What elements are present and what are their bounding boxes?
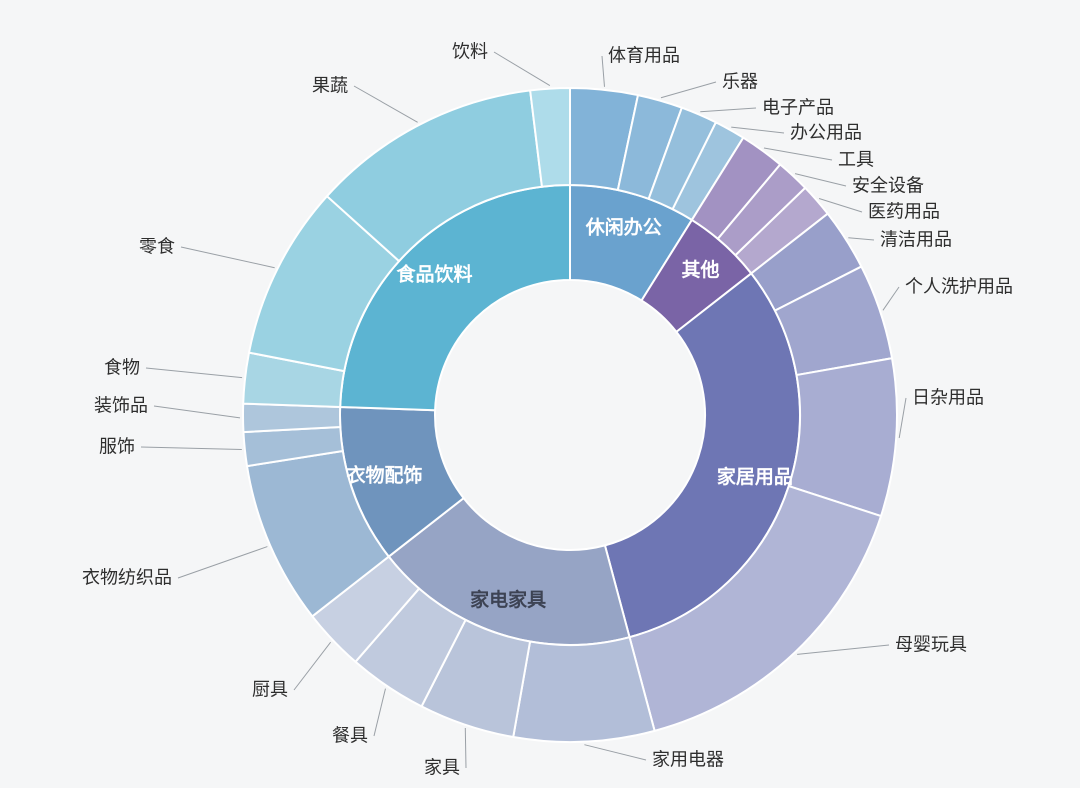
inner-segment-label: 家居用品: [717, 465, 793, 488]
outer-segment-label: 个人洗护用品: [905, 277, 1013, 298]
outer-segment-label: 乐器: [722, 72, 758, 93]
inner-segment-label: 其他: [681, 258, 719, 281]
leader-line: [763, 147, 833, 161]
leader-line: [493, 51, 551, 87]
inner-segment-label: 休闲办公: [585, 216, 662, 239]
outer-segment-label: 装饰品: [94, 396, 148, 417]
outer-segment-slice: [242, 402, 342, 434]
leader-line: [882, 286, 900, 311]
leader-line: [731, 126, 785, 134]
outer-segment-label: 家具: [424, 758, 460, 779]
outer-segment-label: 安全设备: [852, 176, 924, 197]
outer-segment-label: 服饰: [99, 437, 135, 458]
leader-line: [584, 744, 647, 761]
leader-line: [794, 173, 847, 187]
outer-segment-label: 衣物纺织品: [82, 568, 172, 589]
leader-line: [464, 727, 467, 769]
outer-segment-label: 饮料: [452, 42, 488, 63]
leader-line: [660, 81, 717, 99]
outer-segment-label: 工具: [838, 150, 874, 171]
leader-line: [180, 246, 275, 269]
outer-segment-slice: [512, 636, 656, 743]
outer-segment-label: 医药用品: [868, 202, 940, 223]
outer-segment-label: 电子产品: [762, 98, 834, 119]
leader-line: [153, 405, 241, 419]
inner-segment-label: 家电家具: [470, 588, 546, 611]
outer-segment-label: 厨具: [252, 680, 288, 701]
leader-line: [140, 446, 242, 450]
outer-segment-label: 日杂用品: [912, 388, 984, 409]
outer-segment-label: 食物: [104, 358, 140, 379]
outer-segment-label: 家用电器: [652, 750, 724, 771]
outer-segment-label: 体育用品: [608, 46, 680, 67]
outer-segment-label: 办公用品: [790, 123, 862, 144]
leader-line: [848, 237, 875, 241]
leader-line: [700, 107, 757, 113]
leader-line: [818, 198, 863, 213]
leader-line: [797, 644, 890, 655]
leader-line: [145, 367, 243, 379]
leader-line: [373, 688, 386, 737]
outer-segment-label: 清洁用品: [880, 230, 952, 251]
inner-segment-label: 食品饮料: [397, 263, 473, 286]
inner-segment-label: 衣物配饰: [347, 463, 423, 486]
leader-line: [293, 641, 332, 691]
outer-segment-slice: [529, 87, 571, 188]
slices-layer: [242, 87, 898, 743]
outer-segment-label: 餐具: [332, 726, 368, 747]
leader-line: [353, 85, 418, 123]
leader-lines-layer: [140, 51, 907, 769]
outer-segment-label: 母婴玩具: [895, 635, 967, 656]
leader-line: [898, 397, 907, 439]
leader-line: [601, 55, 605, 87]
outer-segment-label: 零食: [139, 237, 175, 258]
leader-line: [177, 546, 268, 579]
outer-segment-label: 果蔬: [312, 76, 348, 97]
